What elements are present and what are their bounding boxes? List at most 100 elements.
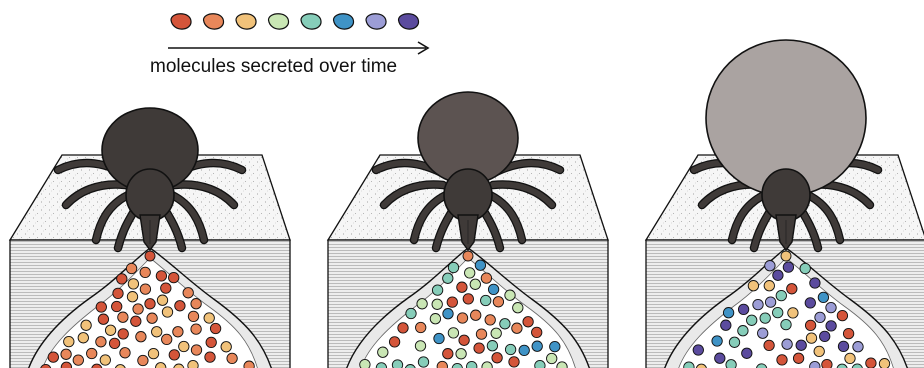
secreted-molecule	[398, 323, 408, 333]
secreted-molecule	[726, 360, 736, 368]
secreted-molecule	[764, 281, 774, 291]
secreted-molecule	[118, 312, 128, 322]
molecule-swatch	[334, 14, 354, 29]
secreted-molecule	[843, 328, 853, 338]
secreted-molecule	[512, 323, 522, 333]
molecule-swatch	[171, 14, 191, 29]
secreted-molecule	[776, 290, 786, 300]
molecule-swatch	[399, 14, 419, 29]
secreted-molecule	[826, 321, 836, 331]
secreted-molecule	[509, 357, 519, 367]
secreted-molecule	[470, 279, 480, 289]
tick-scutum	[444, 169, 492, 221]
secreted-molecule	[430, 314, 440, 324]
secreted-molecule	[826, 302, 836, 312]
secreted-molecule	[492, 353, 502, 363]
molecule-swatch	[204, 14, 224, 29]
secreted-molecule	[465, 268, 475, 278]
secreted-molecule	[48, 352, 58, 362]
secreted-molecule	[481, 273, 491, 283]
secreted-molecule	[118, 329, 128, 339]
secreted-molecule	[505, 290, 515, 300]
secreted-molecule	[206, 337, 216, 347]
secreted-molecule	[800, 263, 810, 273]
secreted-molecule	[481, 295, 491, 305]
secreted-molecule	[879, 359, 889, 368]
secreted-molecule	[434, 333, 444, 343]
secreted-molecule	[715, 353, 725, 363]
secreted-molecule	[162, 307, 172, 317]
secreted-molecule	[96, 302, 106, 312]
secreted-molecule	[773, 270, 783, 280]
secreted-molecule	[760, 313, 770, 323]
secreted-molecule	[81, 320, 91, 330]
secreted-molecule	[459, 335, 469, 345]
secreted-molecule	[205, 352, 215, 362]
secreted-molecule	[723, 308, 733, 318]
secreted-molecule	[448, 262, 458, 272]
secreted-molecule	[61, 349, 71, 359]
secreted-molecule	[188, 360, 198, 368]
secreted-molecule	[738, 326, 748, 336]
secreted-molecule	[156, 271, 166, 281]
secreted-molecule	[519, 345, 529, 355]
secreted-molecule	[418, 357, 428, 367]
secreted-molecule	[183, 288, 193, 298]
secreted-molecule	[721, 320, 731, 330]
secreted-molecule	[764, 340, 774, 350]
secreted-molecule	[457, 313, 467, 323]
secreted-molecule	[87, 348, 97, 358]
secreted-molecule	[447, 297, 457, 307]
secreted-molecule	[169, 272, 179, 282]
molecule-swatch	[269, 14, 289, 29]
secreted-molecule	[179, 341, 189, 351]
secreted-molecule	[392, 360, 402, 368]
secreted-molecule	[810, 361, 820, 368]
secreted-molecule	[360, 359, 370, 368]
secreted-molecule	[210, 323, 220, 333]
secreted-molecule	[814, 346, 824, 356]
secreted-molecule	[133, 304, 143, 314]
secreted-molecule	[173, 327, 183, 337]
secreted-molecule	[162, 334, 172, 344]
secreted-molecule	[748, 281, 758, 291]
secreted-molecule	[866, 358, 876, 368]
secreted-molecule	[416, 322, 426, 332]
secreted-molecule	[64, 336, 74, 346]
secreted-molecule	[822, 359, 832, 368]
secreted-molecule	[432, 299, 442, 309]
secreted-molecule	[742, 348, 752, 358]
molecule-swatch	[366, 14, 386, 29]
panel-early	[10, 108, 290, 368]
secreted-molecule	[805, 298, 815, 308]
secreted-molecule	[806, 333, 816, 343]
secreted-molecule	[448, 328, 458, 338]
secreted-molecule	[805, 320, 815, 330]
secreted-molecule	[157, 295, 167, 305]
secreted-molecule	[482, 362, 492, 368]
secreted-molecule	[73, 355, 83, 365]
secreted-molecule	[147, 313, 157, 323]
secreted-molecule	[474, 343, 484, 353]
secreted-molecule	[684, 362, 694, 368]
secreted-molecule	[148, 348, 158, 358]
secreted-molecule	[787, 284, 797, 294]
secreted-molecule	[738, 304, 748, 314]
secreted-molecule	[513, 303, 523, 313]
tick-feeding-panels	[10, 40, 924, 368]
secreted-molecule	[463, 251, 473, 261]
secreted-molecule	[475, 260, 485, 270]
secreted-molecule	[535, 360, 545, 368]
secreted-molecule	[98, 314, 108, 324]
secreted-molecule	[128, 279, 138, 289]
secreted-molecule	[783, 262, 793, 272]
secreted-molecule	[777, 355, 787, 365]
secreted-molecule	[112, 301, 122, 311]
secreted-molecule	[712, 336, 722, 346]
secreted-molecule	[505, 344, 515, 354]
secreted-molecule	[765, 261, 775, 271]
secreted-molecule	[175, 301, 185, 311]
secreted-molecule	[810, 278, 820, 288]
secreted-molecule	[406, 308, 416, 318]
